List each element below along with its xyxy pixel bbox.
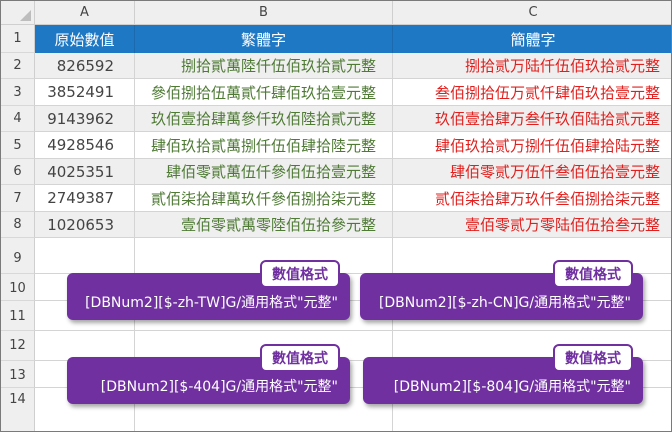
row-header[interactable]: 9 [1,238,35,274]
row-header[interactable]: 12 [1,331,35,361]
row-header[interactable]: 4 [1,106,35,132]
cell-simplified[interactable]: 壹佰零贰万零陆佰伍拾叁元整 [393,212,671,238]
header-cell-simplified[interactable]: 簡體字 [393,25,671,53]
cell-traditional[interactable]: 玖佰壹拾肆萬參仟玖佰陸拾貳元整 [135,106,393,132]
cell-original-value[interactable]: 1020653 [35,212,135,238]
column-header-a[interactable]: A [35,1,135,24]
header-cell-original[interactable]: 原始數值 [35,25,135,53]
format-callout-tag: 數值格式 [553,260,633,288]
cell-original-value[interactable]: 4928546 [35,132,135,159]
table-row: 9143962 玖佰壹拾肆萬參仟玖佰陸拾貳元整 玖佰壹拾肆万叁仟玖佰陆拾贰元整 [35,106,671,132]
format-callout-zh-cn[interactable]: 數值格式 [DBNum2][$-zh-CN]G/通用格式"元整" [360,260,643,320]
row-header[interactable]: 1 [1,25,35,53]
cell-simplified[interactable]: 玖佰壹拾肆万叁仟玖佰陆拾贰元整 [393,106,671,132]
format-callout-text: [DBNum2][$-zh-TW]G/通用格式"元整" [85,295,338,311]
table-row: 4025351 肆佰零貳萬伍仟參佰伍拾壹元整 肆佰零贰万伍仟叁佰伍拾壹元整 [35,159,671,185]
table-row: 3852491 參佰捌拾伍萬貳仟肆佰玖拾壹元整 叁佰捌拾伍万贰仟肆佰玖拾壹元整 [35,79,671,106]
cell-traditional[interactable]: 貳佰柒拾肆萬玖仟參佰捌拾柒元整 [135,185,393,212]
table-row: 826592 捌拾貳萬陸仟伍佰玖拾貳元整 捌拾贰万陆仟伍佰玖拾贰元整 [35,53,671,79]
table-row: 1020653 壹佰零貳萬零陸佰伍拾參元整 壹佰零贰万零陆佰伍拾叁元整 [35,212,671,238]
row-header[interactable]: 6 [1,159,35,185]
cell-original-value[interactable]: 3852491 [35,79,135,106]
format-callout-804[interactable]: 數值格式 [DBNum2][$-804]G/通用格式"元整" [363,344,643,404]
table-row: 4928546 肆佰玖拾貳萬捌仟伍佰肆拾陸元整 肆佰玖拾贰万捌仟伍佰肆拾陆元整 [35,132,671,159]
cell-traditional[interactable]: 肆佰玖拾貳萬捌仟伍佰肆拾陸元整 [135,132,393,159]
cell-simplified[interactable]: 肆佰玖拾贰万捌仟伍佰肆拾陆元整 [393,132,671,159]
row-header[interactable]: 2 [1,53,35,79]
row-header[interactable]: 3 [1,79,35,106]
format-callout-text: [DBNum2][$-404]G/通用格式"元整" [100,379,338,395]
column-header-b[interactable]: B [135,1,393,24]
row-header[interactable]: 8 [1,212,35,238]
cell-traditional[interactable]: 捌拾貳萬陸仟伍佰玖拾貳元整 [135,53,393,79]
table-row: 2749387 貳佰柒拾肆萬玖仟參佰捌拾柒元整 贰佰柒拾肆万玖仟叁佰捌拾柒元整 [35,185,671,212]
format-callout-zh-tw[interactable]: 數值格式 [DBNum2][$-zh-TW]G/通用格式"元整" [67,260,350,320]
column-header-c[interactable]: C [528,5,538,20]
cell-simplified[interactable]: 贰佰柒拾肆万玖仟叁佰捌拾柒元整 [393,185,671,212]
select-all-button[interactable] [1,1,35,24]
cell-traditional[interactable]: 參佰捌拾伍萬貳仟肆佰玖拾壹元整 [135,79,393,106]
empty-cell[interactable] [35,238,135,274]
cell-original-value[interactable]: 2749387 [35,185,135,212]
header-cell-traditional[interactable]: 繁體字 [135,25,393,53]
row-header[interactable]: 14 [1,388,35,431]
format-callout-tag: 數值格式 [553,344,633,372]
row-header[interactable]: 11 [1,301,35,331]
row-header[interactable]: 7 [1,185,35,212]
row-header[interactable]: 13 [1,361,35,388]
cell-original-value[interactable]: 826592 [35,53,135,79]
select-all-triangle-icon [20,10,31,21]
empty-cell[interactable] [393,301,671,331]
cell-traditional[interactable]: 肆佰零貳萬伍仟參佰伍拾壹元整 [135,159,393,185]
empty-cell[interactable] [135,388,393,431]
cell-traditional[interactable]: 壹佰零貳萬零陸佰伍拾參元整 [135,212,393,238]
column-header-bar: A B C [1,1,671,25]
cell-original-value[interactable]: 4025351 [35,159,135,185]
table-header-row: 原始數值 繁體字 簡體字 [35,25,671,53]
cell-original-value[interactable]: 9143962 [35,106,135,132]
format-callout-tag: 數值格式 [260,344,340,372]
format-callout-tag: 數值格式 [260,260,340,288]
cell-simplified[interactable]: 肆佰零贰万伍仟叁佰伍拾壹元整 [393,159,671,185]
cell-simplified[interactable]: 叁佰捌拾伍万贰仟肆佰玖拾壹元整 [393,79,671,106]
row-header[interactable]: 10 [1,274,35,301]
empty-cell[interactable] [35,388,135,431]
format-callout-404[interactable]: 數值格式 [DBNum2][$-404]G/通用格式"元整" [67,344,350,404]
format-callout-text: [DBNum2][$-zh-CN]G/通用格式"元整" [378,295,631,311]
format-callout-text: [DBNum2][$-804]G/通用格式"元整" [393,379,631,395]
row-header[interactable]: 5 [1,132,35,159]
cell-simplified[interactable]: 捌拾贰万陆仟伍佰玖拾贰元整 [393,53,671,79]
